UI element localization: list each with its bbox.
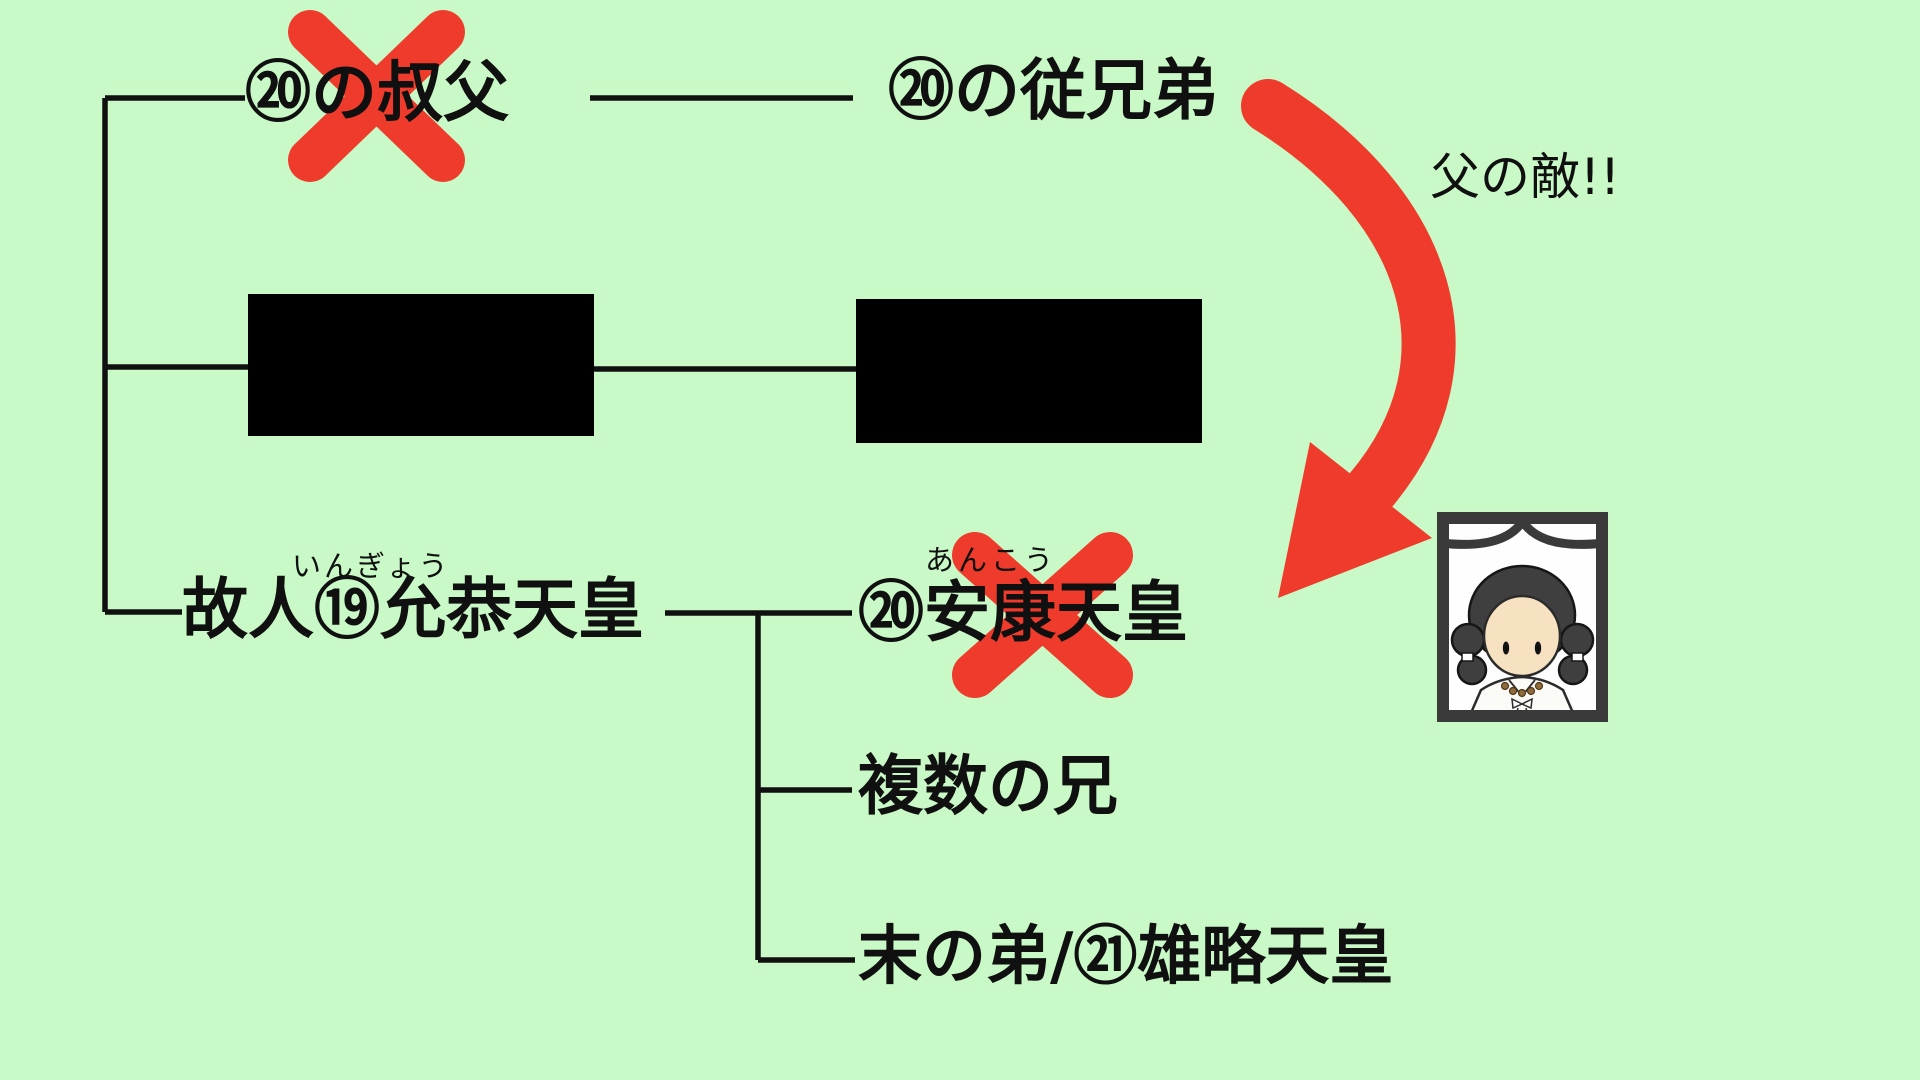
- portrait-person: [1450, 564, 1595, 710]
- eye-right: [1534, 641, 1542, 655]
- tree-lines: [102, 95, 856, 963]
- mourning-ribbon: [1440, 519, 1605, 549]
- hair-tie-left: [1461, 652, 1474, 662]
- hair-puff-right: [1559, 622, 1595, 658]
- curved-arrow-head: [1278, 442, 1432, 598]
- funeral-portrait-icon: [1434, 512, 1611, 722]
- curved-arrow-shaft: [1241, 79, 1456, 517]
- redacted-box-left: [248, 294, 594, 436]
- hair-puff-left: [1450, 622, 1486, 658]
- face: [1482, 594, 1562, 678]
- curved-arrow-icon: [1241, 79, 1456, 598]
- hair-tie-right: [1571, 652, 1584, 662]
- ribbon-tab-left: [1434, 536, 1443, 553]
- magatama-necklace: [1500, 681, 1544, 698]
- chest-bow: [1511, 697, 1533, 710]
- x-mark-icon-anko: [952, 532, 1133, 698]
- ribbon-tab-right: [1602, 536, 1611, 553]
- node-brothers-label: 複数の兄: [858, 749, 1119, 824]
- node-father-furigana: いんぎょう: [292, 549, 451, 583]
- node-youngest-label: 末の弟/㉑雄略天皇: [858, 920, 1394, 994]
- revenge-annotation: 父の敵!!: [1430, 148, 1621, 206]
- node-uncle-label: ⑳の叔父: [245, 54, 509, 131]
- eye-left: [1502, 641, 1510, 655]
- node-father-label: 故人⑲允恭天皇: [182, 571, 644, 648]
- node-cousin-label: ⑳の従兄弟: [888, 52, 1218, 129]
- x-mark-icon-uncle: [288, 10, 465, 182]
- node-anko-label: ⑳安康天皇: [858, 574, 1188, 651]
- redacted-box-right: [856, 299, 1202, 443]
- node-anko-furigana: あんこう: [925, 543, 1058, 577]
- funeral-portrait-graphic: [1434, 512, 1611, 722]
